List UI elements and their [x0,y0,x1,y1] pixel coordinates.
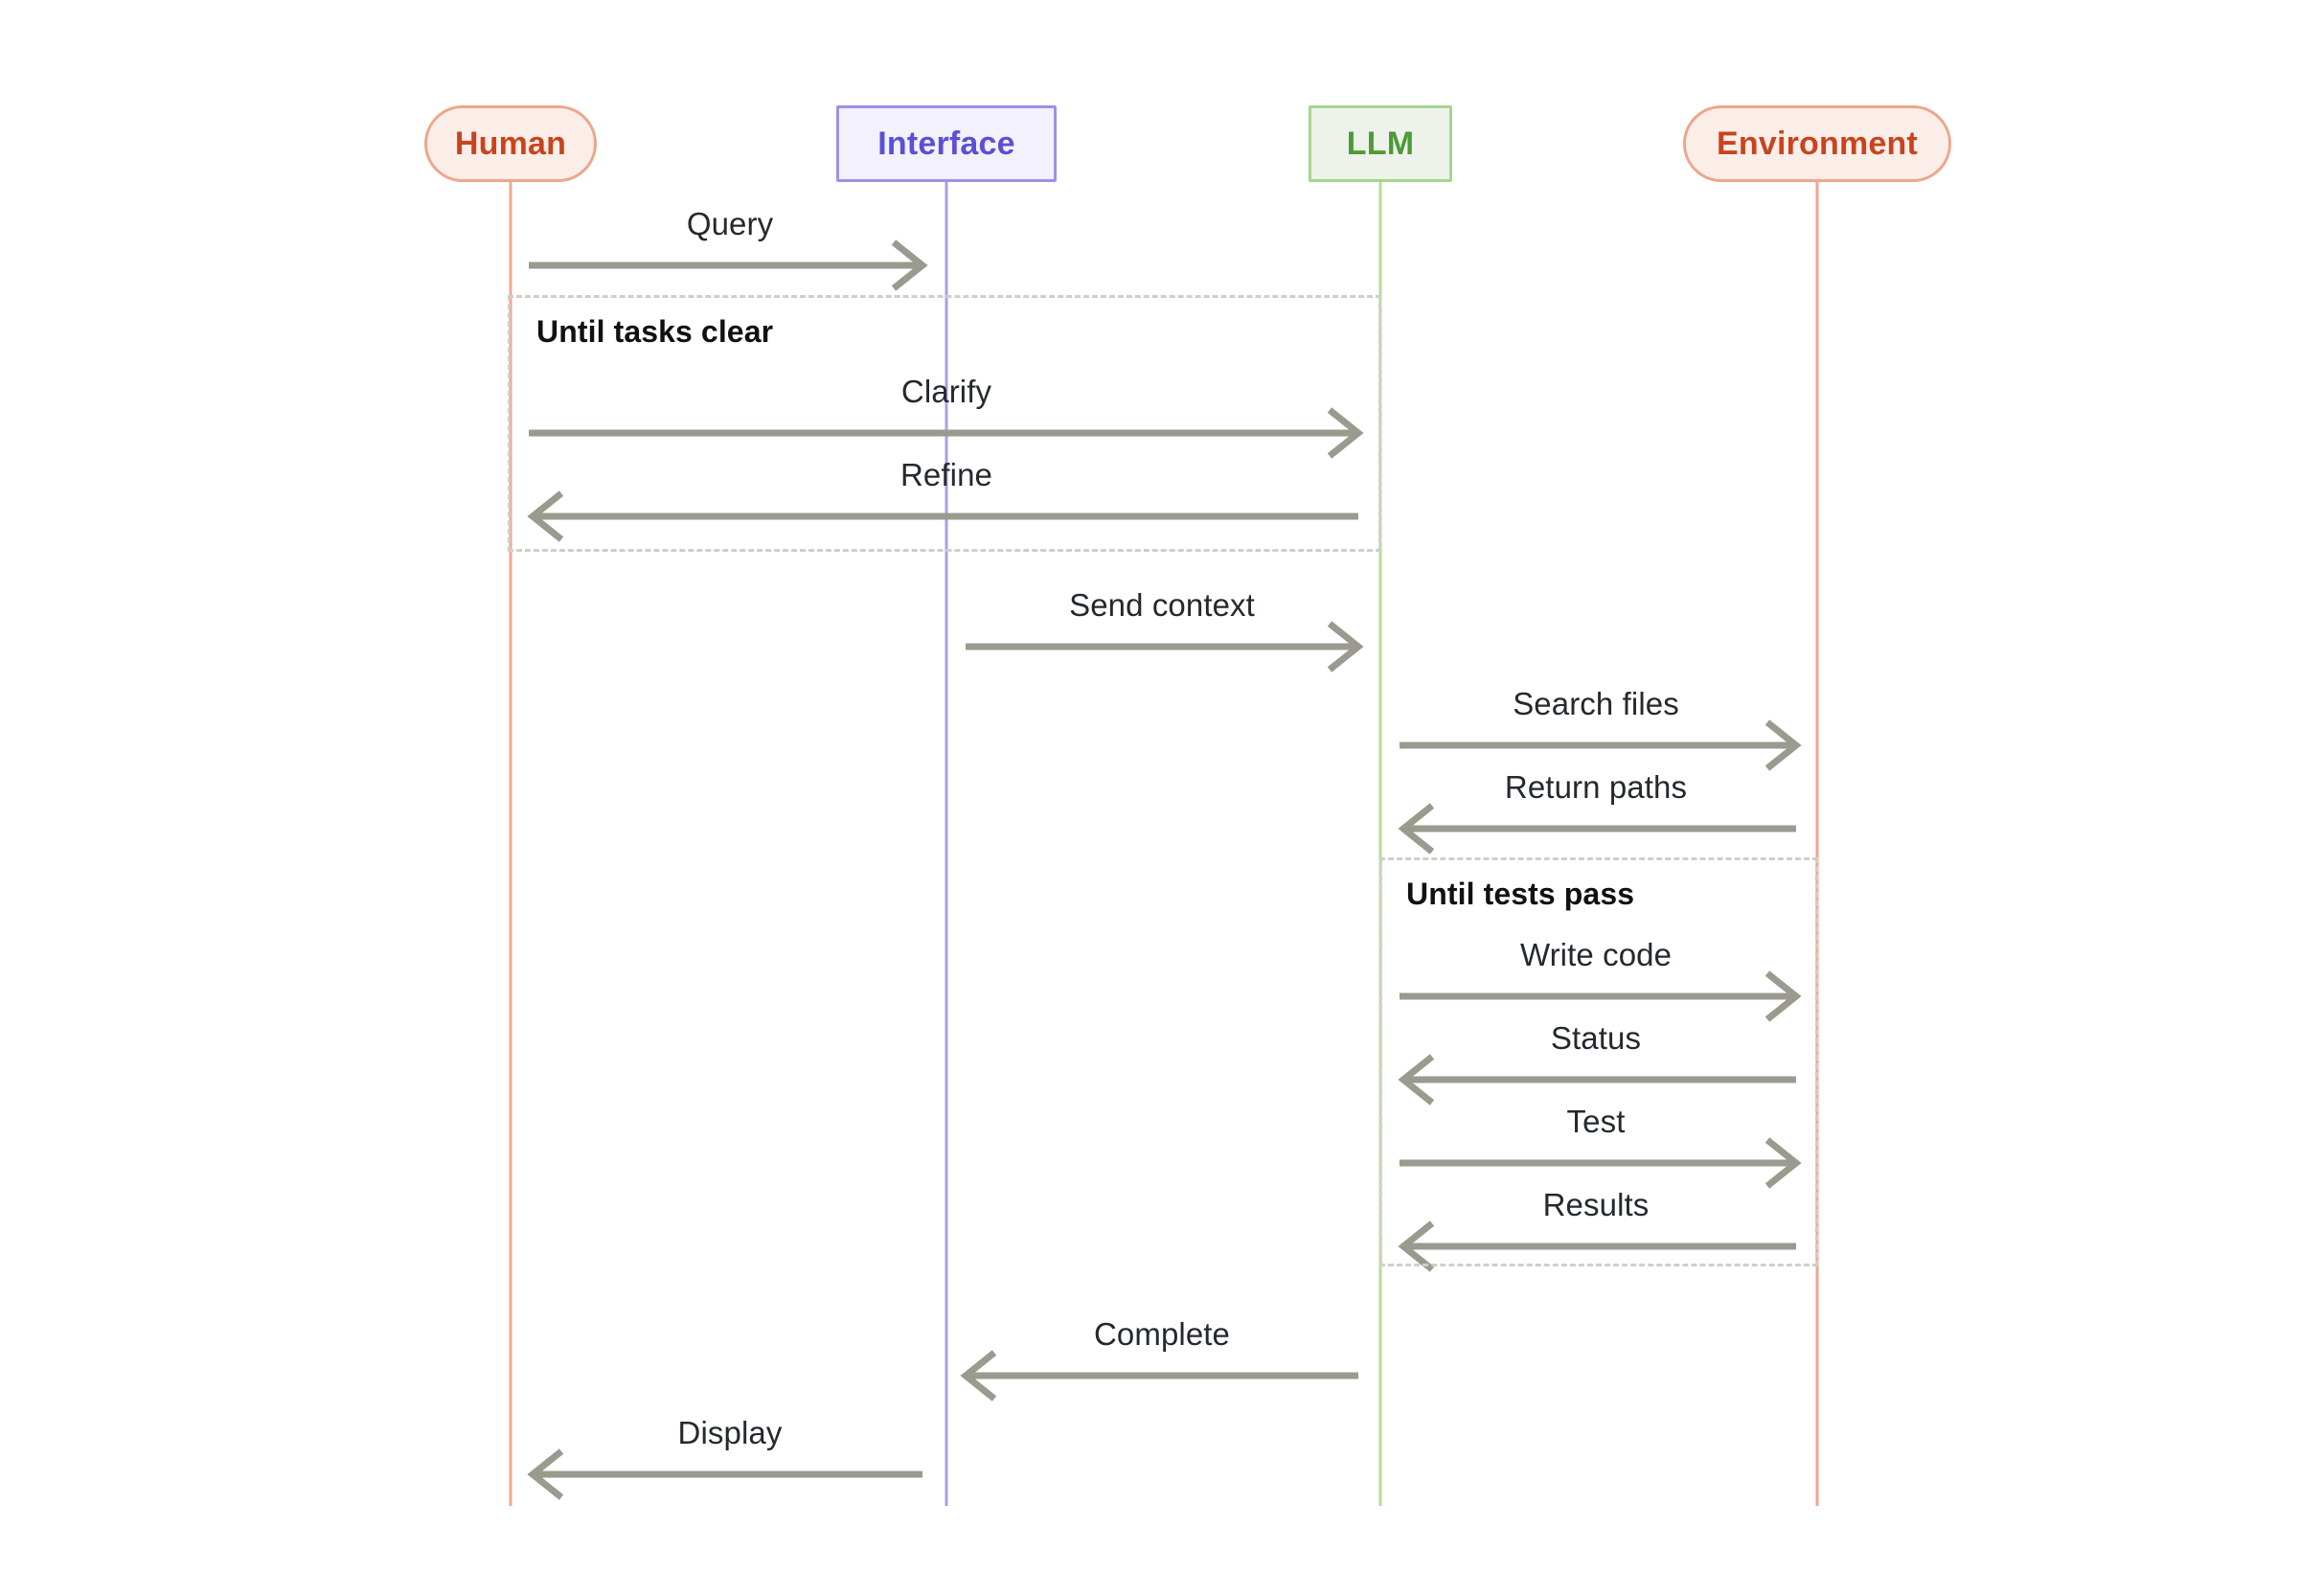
participant-environment[interactable]: Environment [1683,105,1951,182]
message-label-m6: Return paths [1504,769,1688,805]
participant-label: LLM [1346,125,1415,162]
participant-label: Interface [877,125,1015,162]
participant-label: Environment [1716,125,1918,162]
message-label-m2: Clarify [900,374,992,409]
message-arrow-m3 [527,490,1358,542]
participant-llm[interactable]: LLM [1309,105,1452,182]
message-arrow-m10 [1398,1220,1796,1272]
lifelines-layer [509,182,1819,1506]
message-label-m11: Complete [1093,1316,1231,1352]
message-arrow-m7 [1400,970,1802,1022]
message-label-m7: Write code [1519,937,1673,972]
message-label-m1: Query [686,206,774,241]
message-label-m3: Refine [900,457,992,492]
message-arrow-m11 [960,1350,1358,1402]
participant-human[interactable]: Human [424,105,597,182]
message-label-m4: Send context [1069,587,1255,623]
arrows-layer [527,239,1802,1500]
message-label-m9: Test [1566,1104,1626,1139]
message-arrow-m4 [966,621,1364,673]
loop-label-loop1: Until tasks clear [536,314,774,349]
message-label-m10: Results [1542,1187,1650,1222]
message-arrow-m2 [529,407,1364,459]
message-arrow-m5 [1400,719,1802,771]
message-label-m12: Display [677,1415,783,1450]
message-label-m5: Search files [1513,686,1679,721]
participant-interface[interactable]: Interface [836,105,1057,182]
message-label-m8: Status [1550,1020,1642,1056]
message-arrow-m1 [529,239,928,291]
loop-label-loop2: Until tests pass [1406,877,1635,911]
message-arrow-m8 [1398,1054,1796,1106]
participant-label: Human [454,125,567,162]
message-arrow-m9 [1400,1137,1802,1189]
message-arrow-m12 [527,1448,922,1500]
message-arrow-m6 [1398,803,1796,855]
